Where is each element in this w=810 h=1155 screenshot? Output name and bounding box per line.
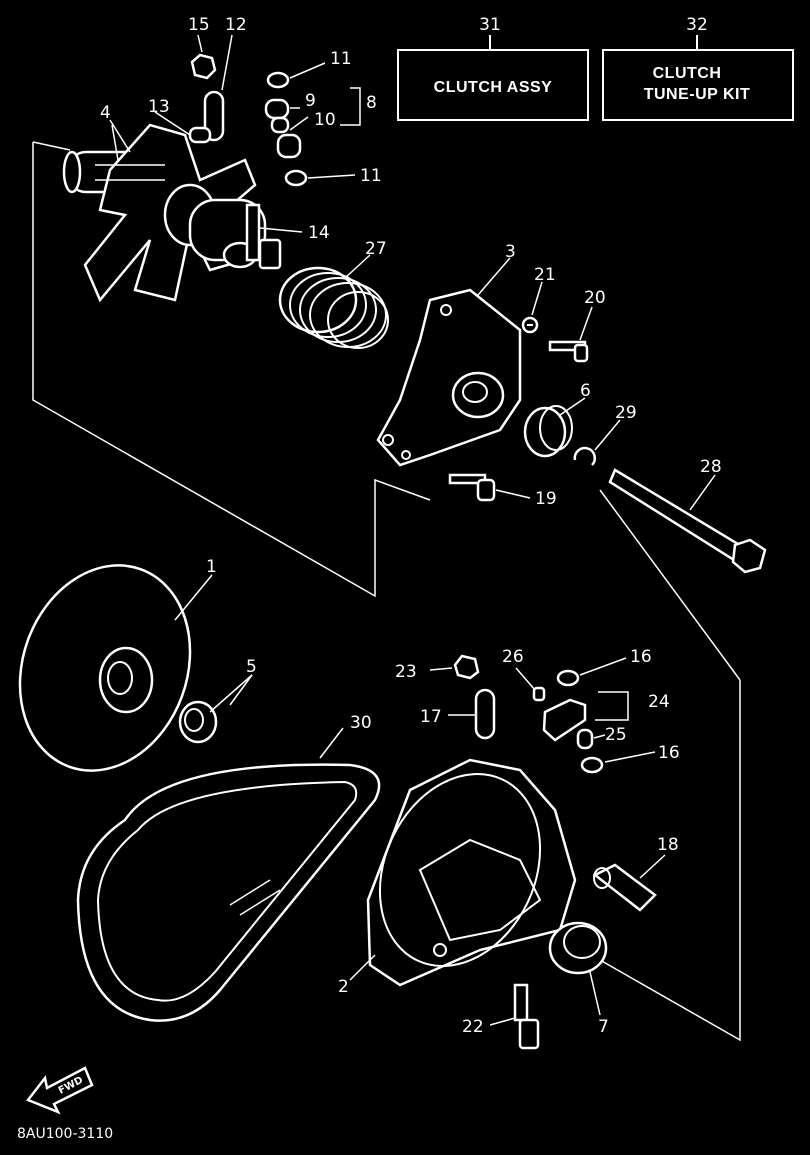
part-labels: 15 12 11 9 8 13 4 10 11 14 27 3 21 20 6 … xyxy=(100,15,722,1037)
clutch-assy-label: CLUTCH ASSY xyxy=(434,79,553,96)
label-12: 12 xyxy=(225,15,247,35)
label-16-bottom: 16 xyxy=(658,743,680,763)
label-24: 24 xyxy=(648,692,670,712)
tune-up-kit-label-line1: CLUTCH xyxy=(653,65,722,82)
label-30: 30 xyxy=(350,713,372,733)
label-18: 18 xyxy=(657,835,679,855)
primary-cover xyxy=(376,288,522,467)
label-27: 27 xyxy=(365,239,387,259)
clutch-tune-up-kit-box: 32 CLUTCH TUNE-UP KIT xyxy=(602,15,794,121)
bushing xyxy=(178,700,218,744)
fixed-sheave xyxy=(18,564,192,772)
secondary-sheave xyxy=(366,758,577,987)
label-11-bottom: 11 xyxy=(360,166,382,186)
label-16-top: 16 xyxy=(630,647,652,667)
label-23: 23 xyxy=(395,662,417,682)
label-2: 2 xyxy=(338,977,349,997)
forward-arrow-icon: FWD xyxy=(25,1066,94,1115)
small-parts-top xyxy=(188,53,308,270)
clutch-spring xyxy=(278,266,389,349)
assembly-boundary-lines xyxy=(32,141,741,1042)
drive-belt xyxy=(76,763,381,1022)
label-15: 15 xyxy=(188,15,210,35)
label-14: 14 xyxy=(308,223,330,243)
leader-lines xyxy=(109,34,716,1026)
diagram-code: 8AU100-3110 xyxy=(17,1126,113,1142)
label-26: 26 xyxy=(502,647,524,667)
primary-movable-sheave xyxy=(62,123,267,303)
label-8: 8 xyxy=(366,93,377,113)
clutch-assy-box: 31 CLUTCH ASSY xyxy=(397,15,589,121)
label-29: 29 xyxy=(615,403,637,423)
label-9: 9 xyxy=(305,91,316,111)
secondary-parts-right xyxy=(548,863,657,975)
tune-up-kit-number: 32 xyxy=(686,15,708,35)
label-10: 10 xyxy=(314,110,336,130)
label-17: 17 xyxy=(420,707,442,727)
label-13: 13 xyxy=(148,97,170,117)
label-25: 25 xyxy=(605,725,627,745)
label-7: 7 xyxy=(598,1017,609,1037)
label-19: 19 xyxy=(535,489,557,509)
label-20: 20 xyxy=(584,288,606,308)
label-11-top: 11 xyxy=(330,49,352,69)
tune-up-kit-label-line2: TUNE-UP KIT xyxy=(644,86,751,103)
label-28: 28 xyxy=(700,457,722,477)
label-1: 1 xyxy=(206,557,217,577)
label-5: 5 xyxy=(246,657,257,677)
small-parts-lower xyxy=(453,654,604,1050)
small-parts-right xyxy=(448,316,767,574)
label-6: 6 xyxy=(580,381,591,401)
label-21: 21 xyxy=(534,265,556,285)
label-4: 4 xyxy=(100,103,111,123)
clutch-assy-number: 31 xyxy=(479,15,501,35)
label-3: 3 xyxy=(505,242,516,262)
label-22: 22 xyxy=(462,1017,484,1037)
